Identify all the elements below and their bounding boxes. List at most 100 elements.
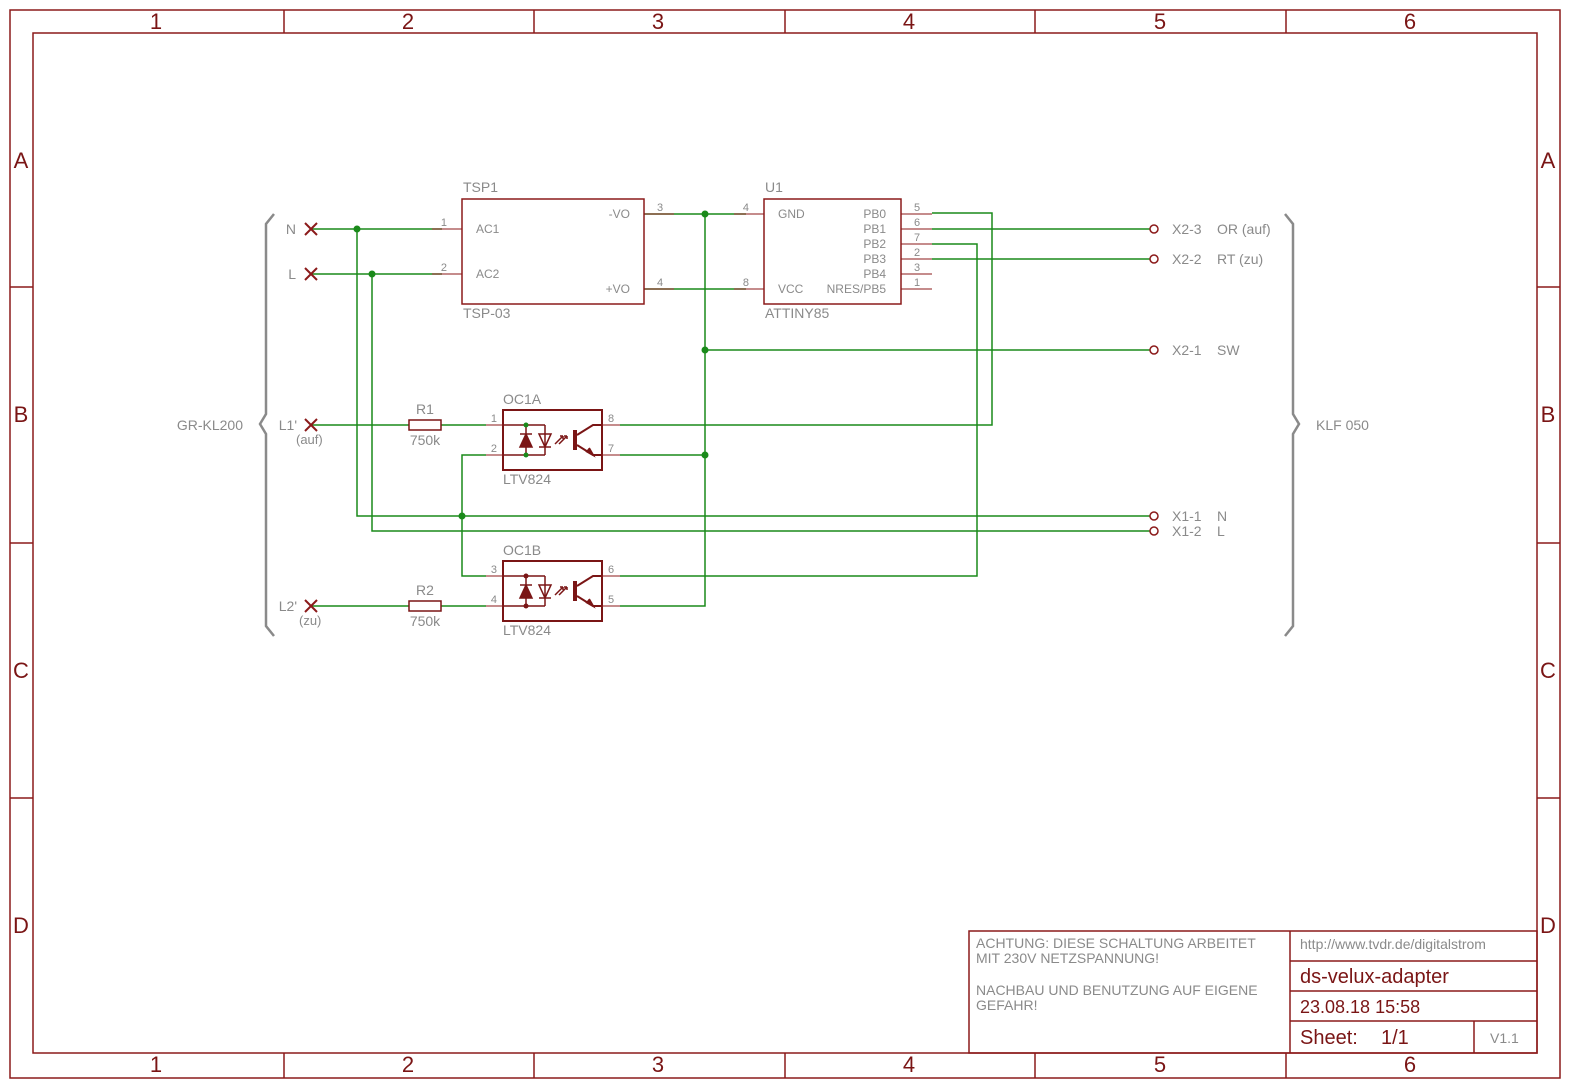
terminal-x-icon — [304, 418, 318, 432]
u1-pin-vcc: VCC — [778, 282, 804, 296]
pin-number: 1 — [491, 413, 497, 425]
terminal-signal: SW — [1217, 342, 1240, 358]
col-label-bottom: 2 — [402, 1052, 414, 1077]
terminal-l2-label: L2' — [279, 598, 297, 614]
u1-value: ATTINY85 — [765, 305, 830, 321]
terminal-id: X2-2 — [1172, 251, 1202, 267]
right-connector-brace — [1284, 213, 1301, 637]
terminal-circle-icon — [1149, 224, 1159, 234]
pin-number: 2 — [491, 443, 497, 455]
tsp1-pin-vo-neg: -VO — [609, 207, 630, 221]
tsp1-pin-ac1: AC1 — [476, 222, 500, 236]
col-label-top: 4 — [903, 9, 915, 34]
part-oc1a: OC1A LTV824 1 2 8 7 — [486, 391, 620, 487]
title-block: ACHTUNG: DIESE SCHALTUNG ARBEITET MIT 23… — [968, 930, 1538, 1054]
u1-pin-pb2: PB2 — [863, 237, 886, 251]
warning-text: MIT 230V NETZSPANNUNG! — [976, 950, 1159, 966]
col-label-bottom: 1 — [150, 1052, 162, 1077]
terminal-x2-2: X2-2 RT (zu) — [1149, 251, 1263, 267]
terminal-x2-3: X2-3 OR (auf) — [1149, 221, 1271, 237]
part-u1: U1 ATTINY85 GND VCC PB0 PB1 PB2 PB3 PB4 … — [734, 179, 932, 321]
led-pair-icon — [503, 575, 568, 607]
tsp1-value: TSP-03 — [463, 305, 511, 321]
project-name: ds-velux-adapter — [1300, 966, 1449, 988]
terminal-circle-icon — [1149, 526, 1159, 536]
terminal-signal: N — [1217, 508, 1227, 524]
terminal-id: X2-1 — [1172, 342, 1202, 358]
tsp1-body — [461, 198, 645, 305]
pin-number: 3 — [491, 564, 497, 576]
tsp1-ref: TSP1 — [463, 179, 498, 195]
terminal-l1: L1' (auf) — [279, 417, 323, 447]
sheet-value: 1/1 — [1381, 1027, 1409, 1049]
part-tsp1: TSP1 TSP-03 AC1 AC2 -VO +VO 1 2 3 4 — [432, 179, 674, 321]
col-label-bottom: 3 — [652, 1052, 664, 1077]
col-label-top: 5 — [1154, 9, 1166, 34]
outer-frame — [9, 9, 1561, 1079]
col-label-bottom: 5 — [1154, 1052, 1166, 1077]
date-text: 23.08.18 15:58 — [1300, 997, 1420, 1017]
pin-number: 7 — [914, 232, 920, 244]
terminal-circle-icon — [1149, 345, 1159, 355]
row-label-right: A — [1541, 148, 1556, 173]
row-label-right: C — [1540, 658, 1556, 683]
inner-frame — [32, 32, 1538, 1054]
r2-value: 750k — [410, 613, 441, 629]
u1-pin-pb3: PB3 — [863, 252, 886, 266]
pin-number: 1 — [441, 217, 447, 229]
u1-pin-pb4: PB4 — [863, 267, 886, 281]
warning-text: ACHTUNG: DIESE SCHALTUNG ARBEITET — [976, 935, 1256, 951]
terminal-x-icon — [304, 599, 318, 613]
terminal-signal: OR (auf) — [1217, 221, 1271, 237]
row-label-right: D — [1540, 913, 1556, 938]
u1-body — [763, 198, 902, 305]
pin-number: 5 — [914, 202, 920, 214]
r2-ref: R2 — [416, 582, 434, 598]
pin-number: 6 — [914, 217, 920, 229]
terminal-x1-2: X1-2 L — [1149, 523, 1225, 539]
terminal-circle-icon — [1149, 254, 1159, 264]
col-label-top: 1 — [150, 9, 162, 34]
oc1b-ref: OC1B — [503, 542, 541, 558]
col-label-bottom: 4 — [903, 1052, 915, 1077]
right-connector-name: KLF 050 — [1316, 417, 1369, 433]
row-label-left: C — [13, 658, 29, 683]
resistor-icon — [408, 419, 442, 431]
row-label-left: D — [13, 913, 29, 938]
sheet-label: Sheet: — [1300, 1027, 1358, 1049]
pin-number: 3 — [914, 262, 920, 274]
wires — [312, 212, 1150, 607]
terminal-l1-note: (auf) — [296, 432, 323, 447]
terminal-circle-icon — [1149, 511, 1159, 521]
pin-number: 4 — [743, 202, 749, 214]
terminal-l2-note: (zu) — [299, 613, 321, 628]
phototransistor-icon — [573, 424, 602, 458]
pin-number: 8 — [743, 277, 749, 289]
frame-row-labels: A B C D A B C D — [13, 148, 1556, 938]
pin-number: 5 — [608, 594, 614, 606]
row-label-left: B — [14, 402, 29, 427]
junction-dots — [353, 210, 709, 520]
tsp1-pin-ac2: AC2 — [476, 267, 500, 281]
terminal-n-label: N — [286, 221, 296, 237]
r1-ref: R1 — [416, 401, 434, 417]
terminal-l: L — [288, 266, 318, 282]
frame-column-labels: 1 2 3 4 5 6 1 2 3 4 5 6 — [150, 9, 1416, 1077]
oc1a-value: LTV824 — [503, 471, 551, 487]
left-connector-brace — [258, 213, 275, 637]
terminal-x1-1: X1-1 N — [1149, 508, 1227, 524]
terminal-id: X1-2 — [1172, 523, 1202, 539]
pin-number: 1 — [914, 277, 920, 289]
pin-number: 2 — [914, 247, 920, 259]
row-label-left: A — [14, 148, 29, 173]
terminal-id: X2-3 — [1172, 221, 1202, 237]
resistor-icon — [408, 600, 442, 612]
pin-number: 4 — [657, 277, 663, 289]
terminal-signal: L — [1217, 523, 1225, 539]
row-label-right: B — [1541, 402, 1556, 427]
part-r1: R1 750k — [408, 401, 442, 448]
u1-pin-nres: NRES/PB5 — [827, 282, 887, 296]
u1-pin-pb0: PB0 — [863, 207, 886, 221]
col-label-top: 3 — [652, 9, 664, 34]
